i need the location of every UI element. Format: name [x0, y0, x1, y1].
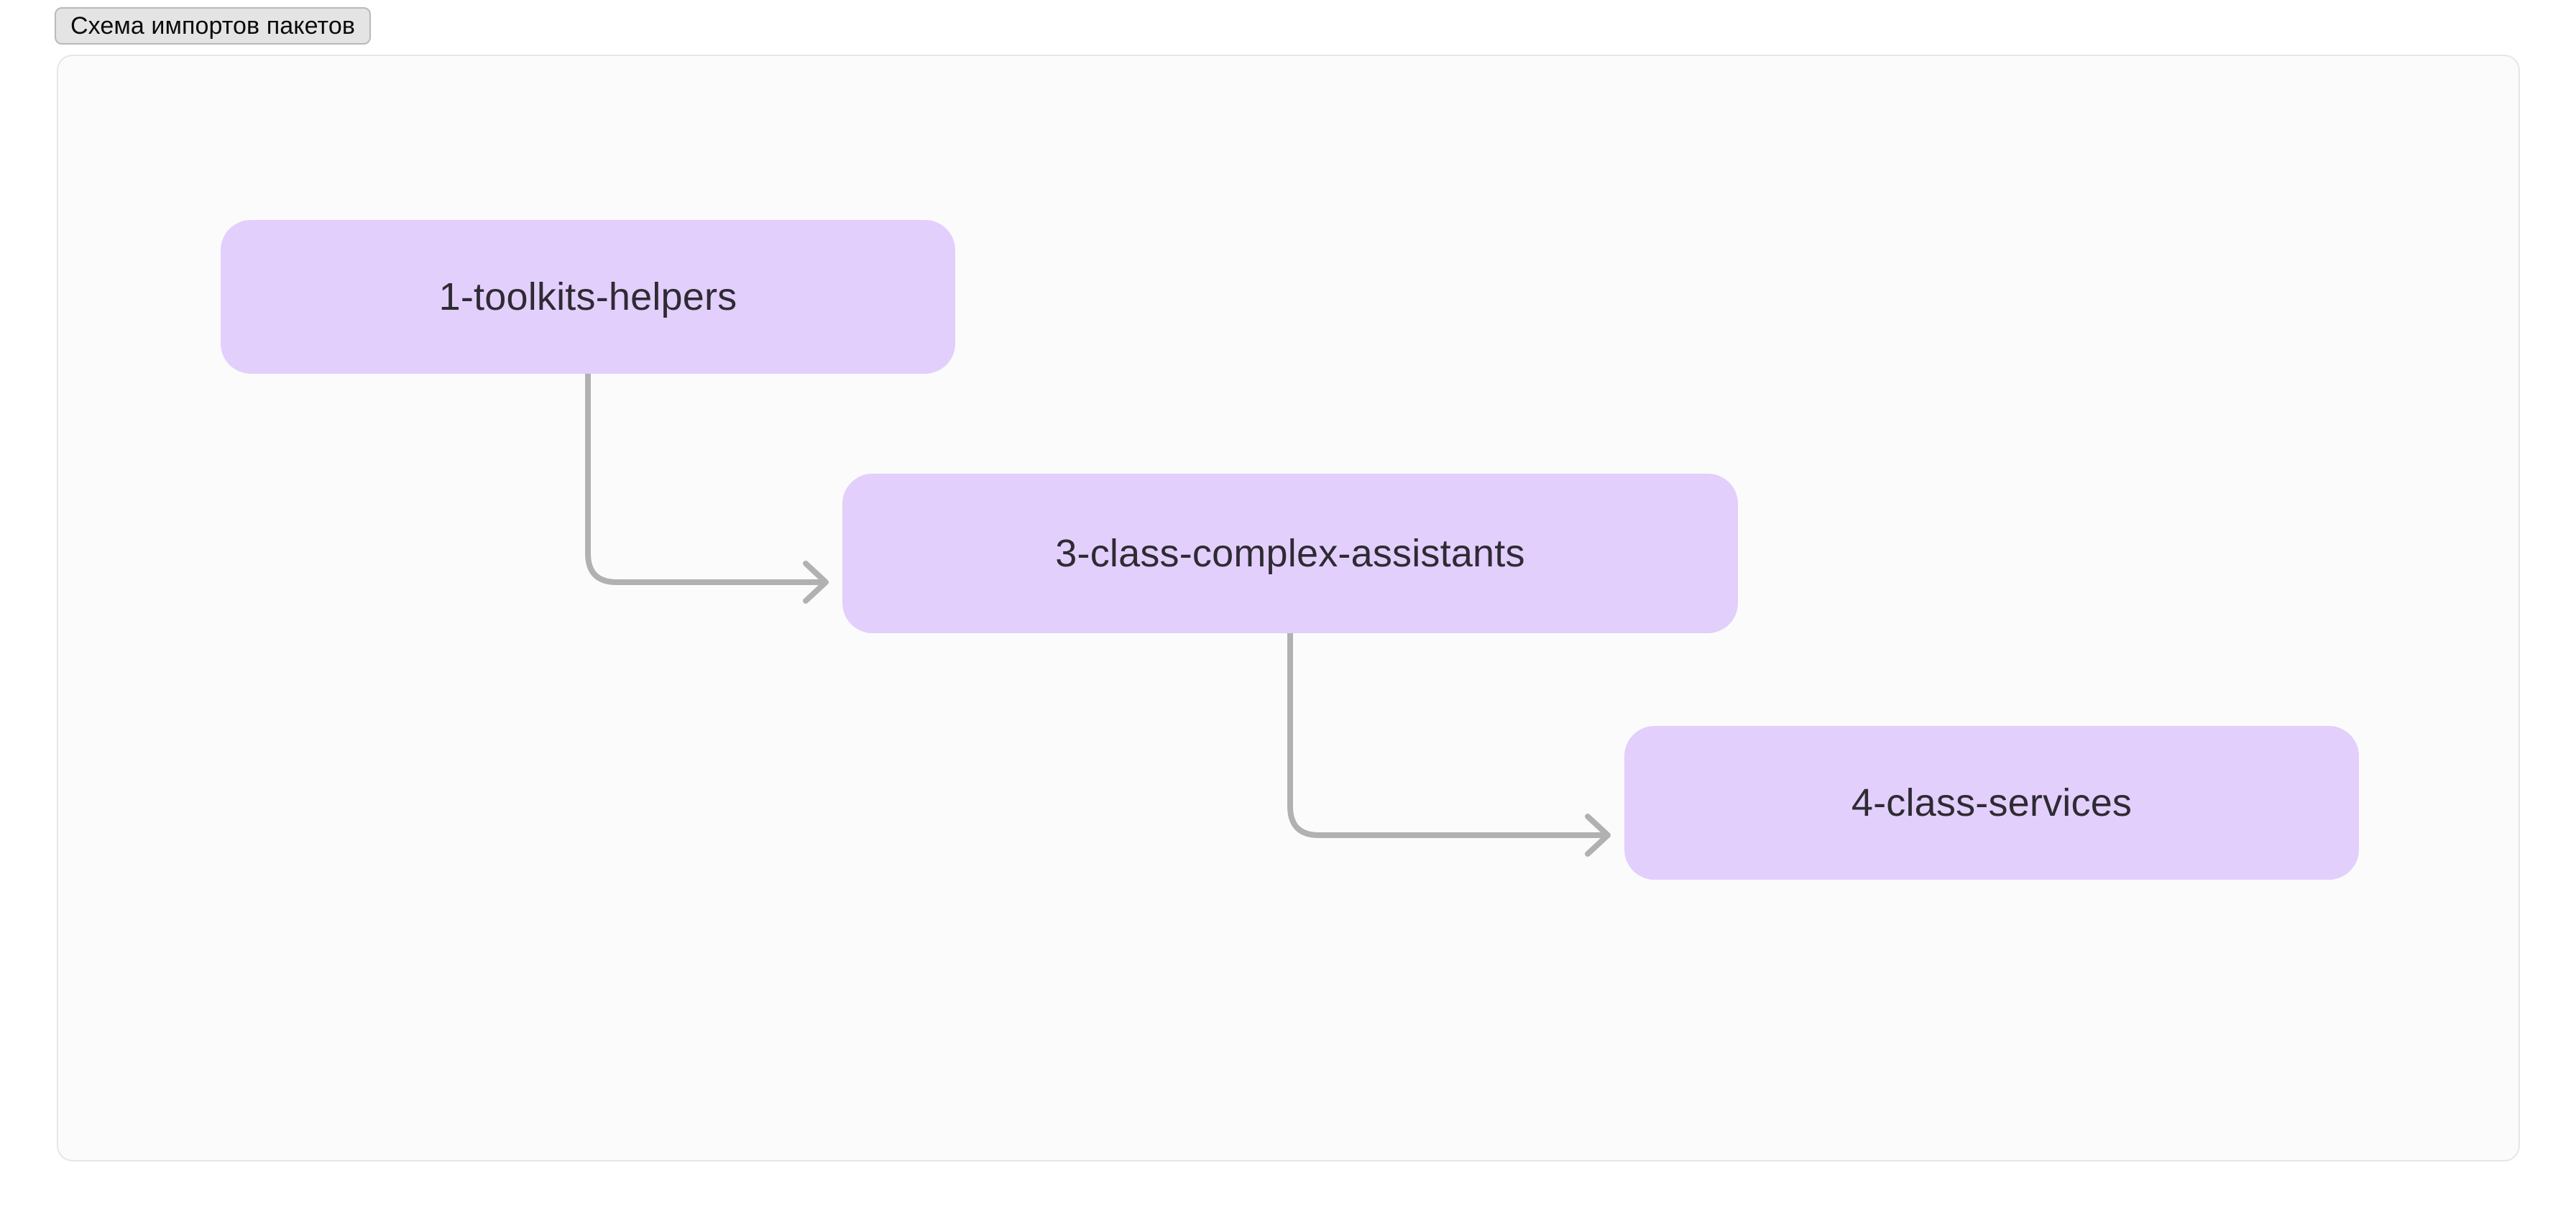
diagram-node-label: 1-toolkits-helpers [438, 275, 737, 318]
edges-layer [585, 371, 1611, 857]
arrow-head-icon [1585, 814, 1611, 857]
graph-layer: 1-toolkits-helpers 3-class-complex-assist… [58, 56, 2518, 1160]
diagram-title-label: Схема импортов пакетов [70, 12, 355, 40]
diagram-edge-e2[interactable] [1287, 630, 1607, 838]
diagram-canvas[interactable]: 1-toolkits-helpers 3-class-complex-assist… [57, 55, 2520, 1162]
arrow-head-icon [803, 561, 829, 604]
diagram-node-label: 3-class-complex-assistants [1055, 532, 1525, 575]
diagram-node-n1[interactable]: 1-toolkits-helpers [221, 220, 955, 374]
diagram-edge-e1[interactable] [585, 371, 825, 585]
diagram-node-n2[interactable]: 3-class-complex-assistants [842, 474, 1738, 633]
diagram-node-n3[interactable]: 4-class-services [1624, 726, 2359, 880]
diagram-title-tab[interactable]: Схема импортов пакетов [55, 7, 371, 45]
diagram-node-label: 4-class-services [1851, 781, 2133, 824]
